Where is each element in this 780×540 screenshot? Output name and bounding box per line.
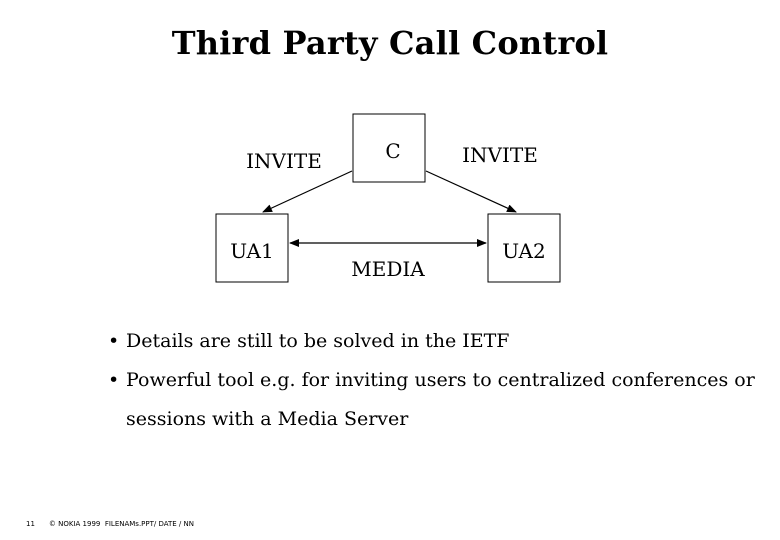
bullet-item: • Details are still to be solved in the … [108,322,773,361]
invite-left-label: INVITE [246,149,322,173]
slide-footer: 11 © NOKIA 1999 FILENAMs.PPT/ DATE / NN [26,520,194,528]
ua1-label: UA1 [230,239,273,263]
ua2-node: UA2 [487,213,561,283]
media-label: MEDIA [351,257,425,281]
controller-label: C [385,139,400,163]
ua1-node: UA1 [215,213,289,283]
controller-node: C [352,113,426,183]
bullet-dot-icon: • [108,369,120,391]
page-number: 11 [26,520,35,528]
ua2-label: UA2 [502,239,545,263]
bullet-text: Powerful tool e.g. for inviting users to… [126,369,755,430]
invite-left-arrow [262,170,353,213]
bullet-list: • Details are still to be solved in the … [108,322,773,439]
bullet-dot-icon: • [108,330,120,352]
bullet-item: • Powerful tool e.g. for inviting users … [108,361,773,439]
bullet-text: Details are still to be solved in the IE… [126,330,510,352]
footer-copyright: © NOKIA 1999 FILENAMs.PPT/ DATE / NN [48,520,194,528]
invite-right-label: INVITE [462,143,538,167]
slide-title: Third Party Call Control [171,24,609,62]
invite-right-arrow [425,170,517,213]
